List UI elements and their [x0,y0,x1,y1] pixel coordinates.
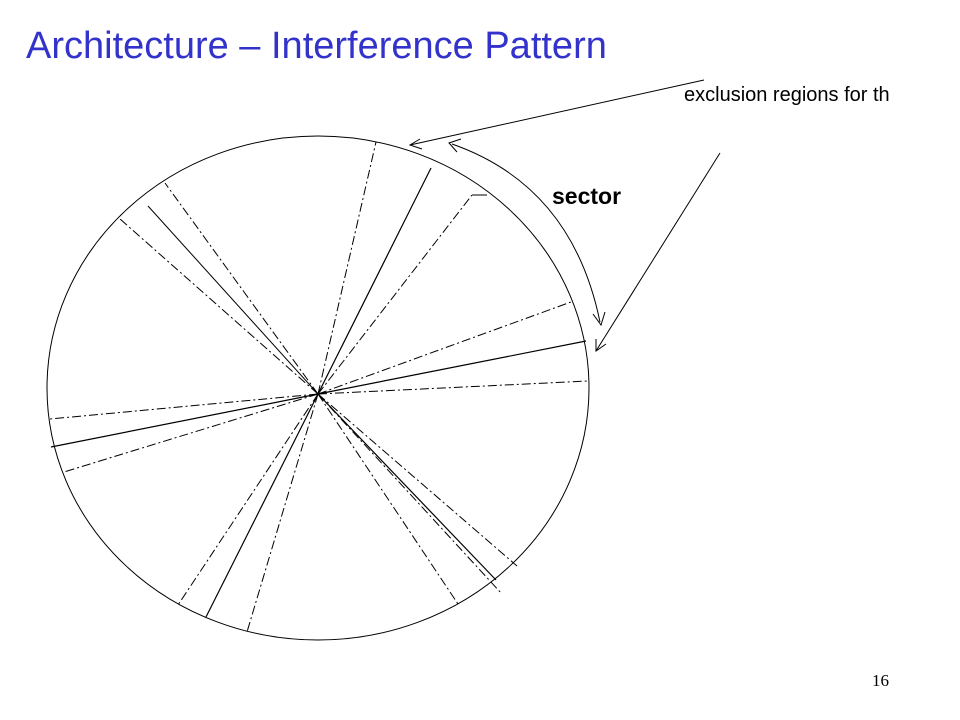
ray-dashed [317,380,589,395]
ray-solid [205,393,319,618]
arrowhead-bottom [592,311,606,327]
arrowhead-top [448,138,462,153]
ray-solid [317,393,497,581]
cell-boundary-ellipse [46,135,590,641]
ray-dashed [317,393,459,605]
sector-rays [49,141,589,633]
sector-span-arrow [448,138,606,327]
pointer-line-upper [409,79,705,146]
ray-dashed [63,393,319,473]
ray-solid [317,167,432,395]
pointer-arrowhead-upper [408,138,423,150]
ray-dashed [49,393,319,420]
pointer-arrowhead-lower [595,339,607,352]
exclusion-annotation: exclusion regions for th [684,84,890,106]
ray-solid [317,340,587,395]
ray-dashed [164,182,319,395]
exclusion-pointers [408,79,721,352]
ray-dashed [317,393,503,595]
page-number: 16 [872,671,889,690]
ray-dashed [317,393,518,567]
ray-solid [50,393,319,448]
ray-dashed [317,194,473,395]
ray-dashed [119,218,319,395]
pointer-line-lower [595,152,721,352]
sector-label: sector [552,183,621,209]
ray-dashed [246,393,319,633]
ray-solid [147,205,319,395]
ray-dashed [177,393,319,606]
slide-title: Architecture – Interference Pattern [26,25,607,67]
ray-dashed [317,301,572,395]
